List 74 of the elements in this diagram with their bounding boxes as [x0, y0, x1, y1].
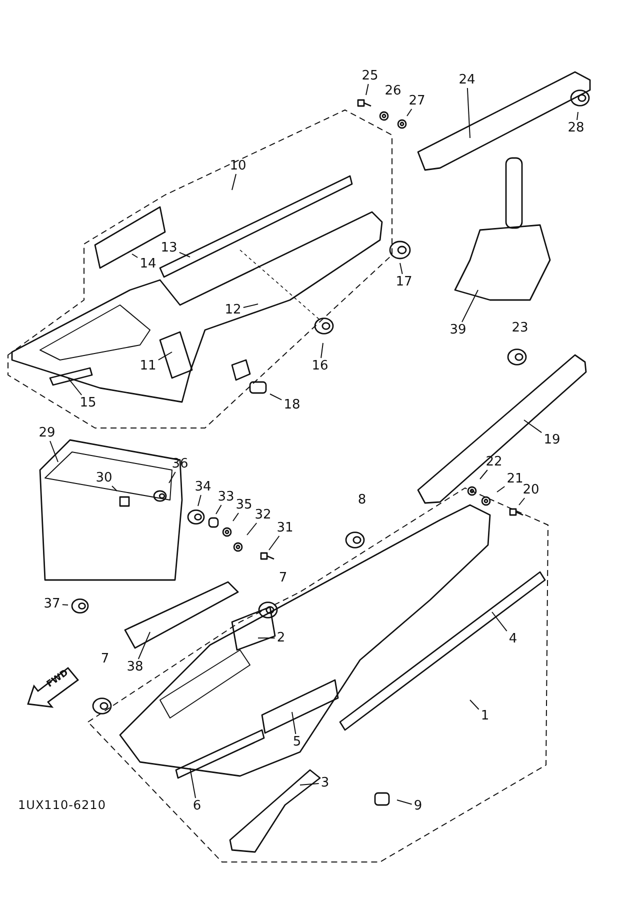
leader-line [68, 378, 82, 396]
leader-line [300, 783, 320, 786]
callout-number: 20 [522, 482, 540, 498]
callout-number: 5 [292, 734, 302, 750]
callout-number: 26 [384, 84, 402, 98]
callout-number: 31 [276, 520, 294, 536]
leader-line [198, 494, 202, 506]
leader-line [62, 604, 68, 606]
leader-line [232, 512, 239, 522]
leader-line [524, 420, 542, 434]
callout-number: 32 [254, 508, 272, 522]
callout-number: 2 [276, 630, 286, 646]
leader-line [216, 504, 222, 514]
leader-line [396, 800, 412, 805]
callout-number: 37 [42, 596, 62, 612]
leader-line [270, 394, 282, 400]
callout-number: 22 [484, 454, 504, 470]
leader-line [366, 84, 369, 96]
leader-line [158, 352, 172, 360]
leader-line [480, 470, 488, 480]
callout-number: 28 [566, 120, 586, 136]
callout-number: 10 [228, 158, 248, 174]
callout-number: 35 [234, 498, 254, 512]
callout-number: 17 [394, 274, 414, 290]
leader-line [466, 88, 470, 138]
callout-number: 4 [508, 632, 518, 646]
leader-line [132, 254, 138, 258]
callout-number: 19 [542, 432, 562, 448]
leader-line [400, 262, 403, 274]
callout-number: 7 [100, 652, 110, 666]
leader-line [50, 440, 58, 462]
callout-number: 1 [480, 708, 490, 724]
callout-number: 30 [94, 470, 114, 486]
leader-line [246, 522, 258, 536]
leader-line [462, 290, 478, 322]
leader-line [492, 612, 508, 632]
leader-line [406, 108, 412, 116]
leader-line [496, 486, 506, 492]
callout-number: 21 [506, 472, 524, 486]
callout-number: 3 [320, 776, 330, 790]
leader-line [320, 342, 324, 358]
leader-line [242, 304, 258, 308]
callout-number: 14 [138, 256, 158, 272]
callout-number: 16 [310, 358, 330, 374]
callout-number: 38 [126, 660, 144, 674]
leader-line [576, 112, 578, 120]
leader-line [190, 768, 196, 798]
leader-line [268, 536, 280, 550]
leader-line [112, 486, 118, 492]
callout-number: 8 [356, 492, 368, 508]
callout-number: 39 [448, 322, 468, 338]
leader-line [178, 252, 190, 258]
callout-number: 11 [138, 358, 158, 374]
callout-number: 33 [216, 490, 236, 504]
callout-number: 13 [160, 240, 178, 256]
callout-number: 24 [458, 72, 476, 88]
leader-line [138, 632, 150, 660]
leader-line [168, 472, 176, 484]
callout-number: 29 [38, 426, 56, 440]
leader-line [292, 712, 296, 734]
callout-number: 9 [412, 798, 424, 814]
leader-line [232, 174, 236, 190]
callout-number: 18 [282, 398, 302, 412]
callout-number: 12 [224, 302, 242, 318]
callout-number: 6 [192, 798, 202, 814]
callout-number: 15 [78, 396, 98, 410]
callout-number: 25 [360, 68, 380, 84]
callout-number: 7 [278, 570, 288, 586]
callout-number: 23 [510, 320, 530, 336]
callout-number: 27 [408, 94, 426, 108]
drawing-code: 1UX110-6210 [18, 798, 106, 812]
leader-line [470, 700, 480, 710]
leader-line [518, 498, 526, 506]
callout-number: 34 [194, 480, 212, 494]
